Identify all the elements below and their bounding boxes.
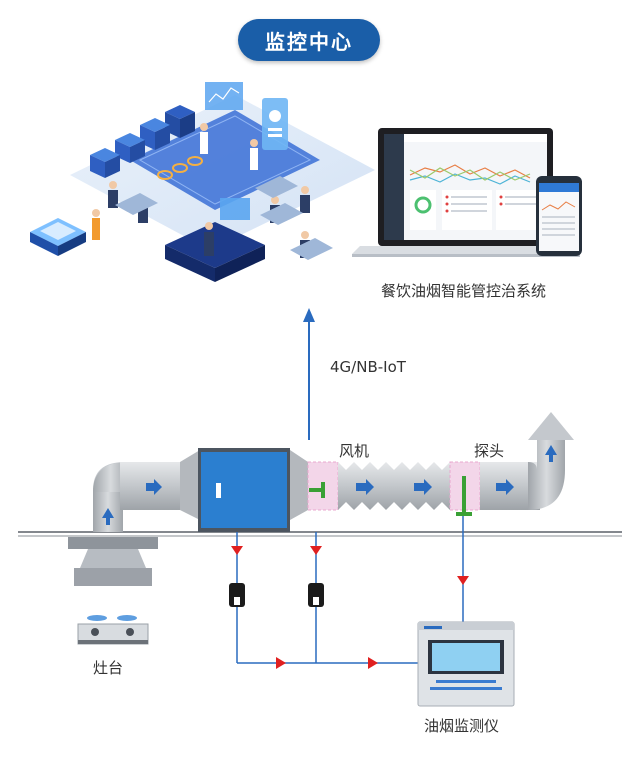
protocol-label: 4G/NB-IoT (330, 358, 406, 376)
stove (77, 615, 149, 645)
fan-label: 风机 (339, 442, 370, 460)
upload-arrow (303, 308, 315, 440)
flow-arrows (102, 445, 557, 525)
red-arrows (231, 546, 469, 669)
current-sensor-1 (229, 583, 245, 607)
system-name-label: 餐饮油烟智能管控治系统 (381, 282, 547, 300)
probe-label: 探头 (474, 442, 505, 460)
range-hood (68, 537, 158, 586)
duct-system (93, 412, 574, 532)
fume-monitor-label: 油烟监测仪 (424, 717, 500, 735)
stove-label: 灶台 (93, 659, 124, 677)
purifier-unit (201, 452, 287, 528)
current-sensor-2 (308, 583, 324, 607)
software-screenshot (352, 128, 582, 257)
fume-monitor-device (417, 621, 515, 707)
monitoring-center-title: 监控中心 (238, 19, 380, 61)
monitoring-center-illustration (30, 82, 375, 282)
